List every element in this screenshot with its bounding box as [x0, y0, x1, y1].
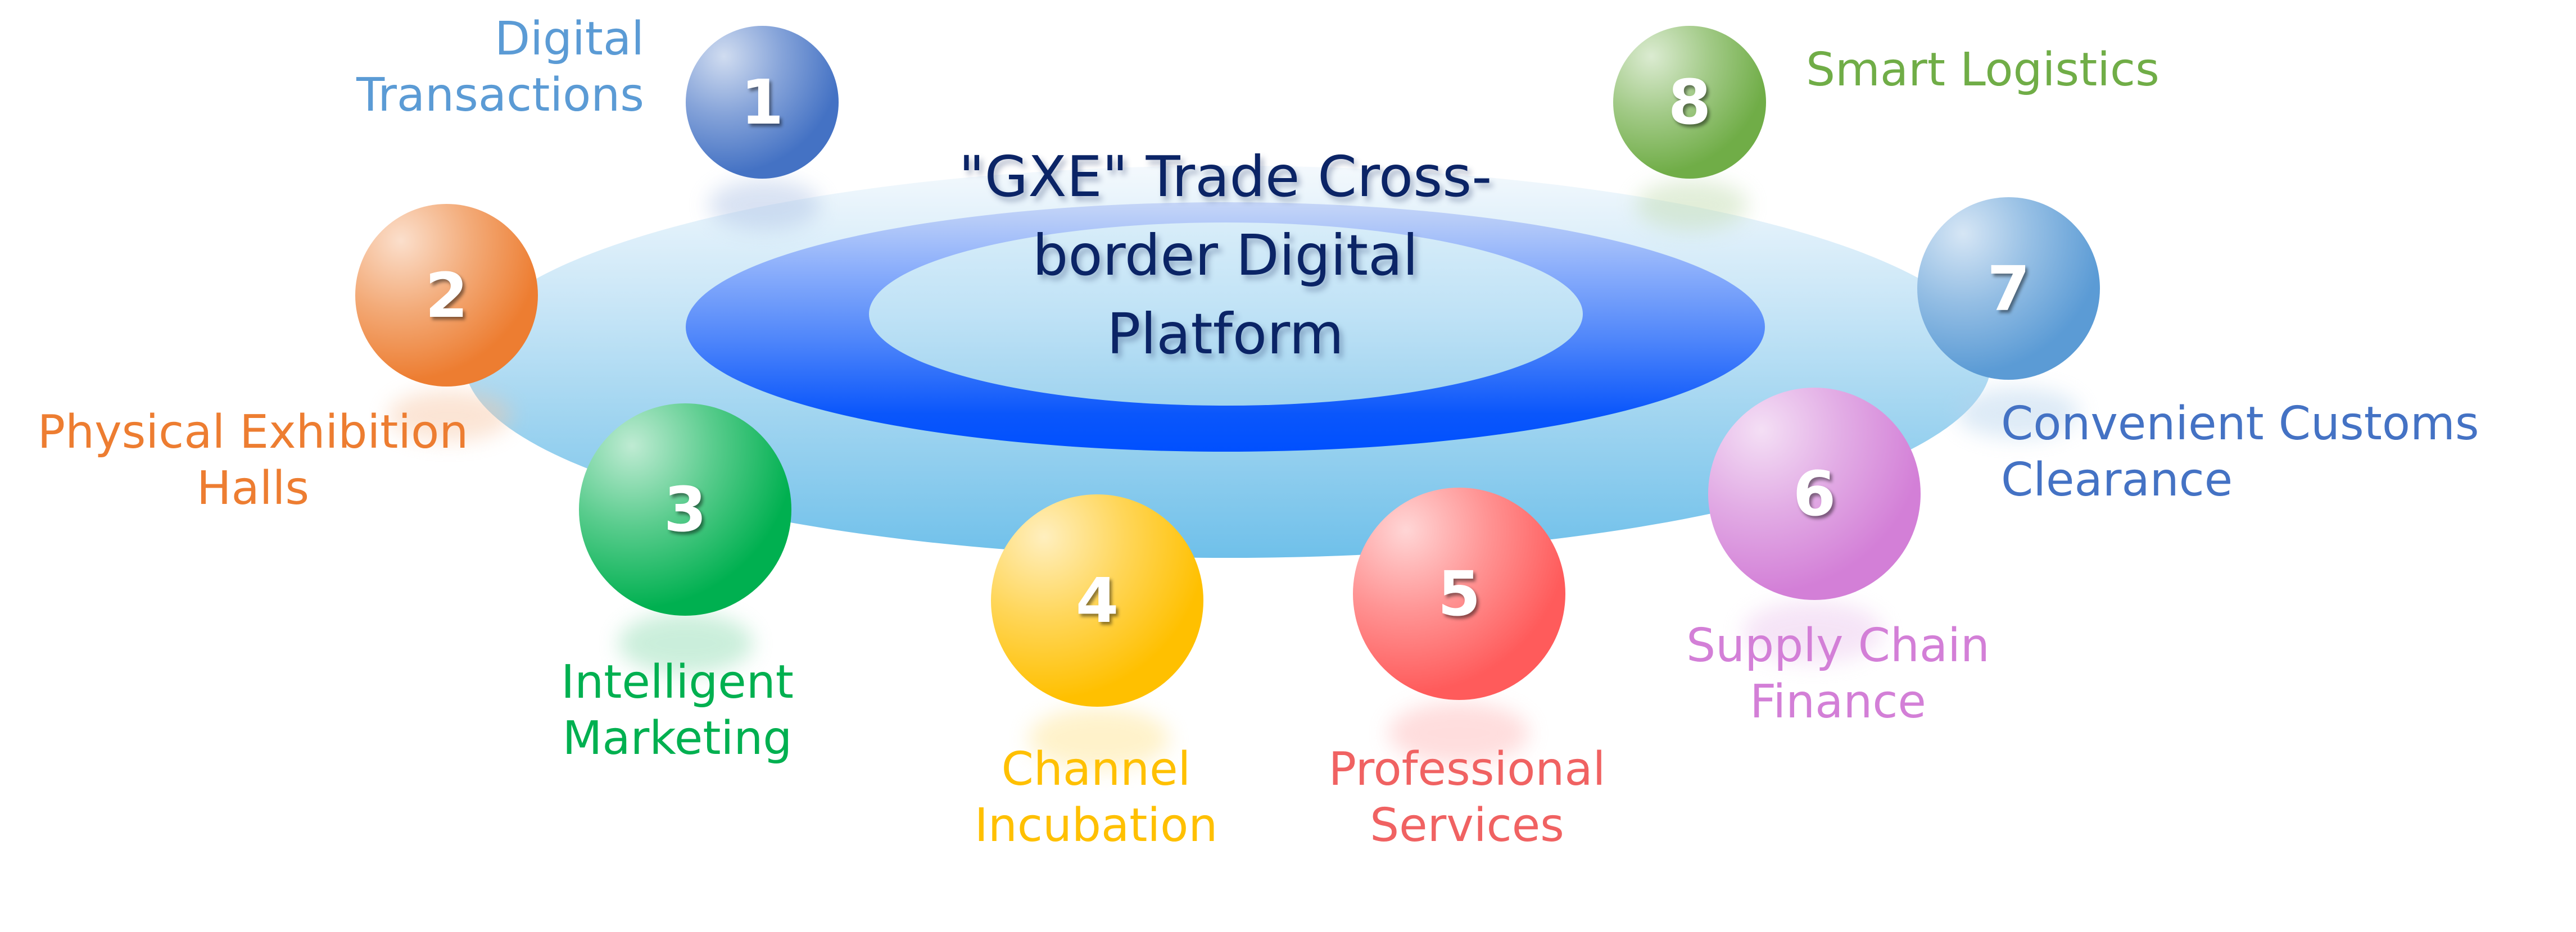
node-label-line: Incubation	[974, 799, 1218, 852]
node-2-label: Physical Exhibition Halls	[22, 404, 483, 517]
node-4-reflection	[1029, 708, 1169, 770]
node-label-line: Channel	[1001, 743, 1191, 796]
node-3-intelligent-marketing: 3	[579, 403, 791, 616]
platform-title-line: "GXE" Trade Cross-	[958, 144, 1492, 210]
node-number: 6	[1792, 458, 1836, 530]
node-number: 3	[663, 474, 707, 545]
node-7-label: Convenient Customs Clearance	[2001, 396, 2479, 508]
node-number: 4	[1075, 565, 1119, 637]
node-8-reflection	[1636, 180, 1748, 230]
node-number: 5	[1437, 558, 1481, 630]
node-6-supply-chain-finance: 6	[1708, 388, 1921, 600]
node-2-reflection	[388, 390, 511, 441]
node-label-line: Professional	[1328, 743, 1606, 796]
node-label-line: Marketing	[562, 712, 793, 765]
platform-title: "GXE" Trade Cross- border Digital Platfo…	[899, 138, 1551, 374]
node-label-line: Transactions	[356, 69, 644, 122]
node-1-label: Digital Transactions	[356, 11, 644, 124]
node-label-line: Halls	[196, 462, 310, 515]
node-3-reflection	[618, 612, 753, 674]
node-2-physical-exhibition-halls: 2	[355, 204, 538, 387]
inner-ring	[869, 222, 1583, 406]
platform-title-line: Platform	[1107, 301, 1344, 367]
node-label-line: Services	[1370, 799, 1564, 852]
node-1-digital-transactions: 1	[686, 26, 839, 179]
node-label-line: Supply Chain	[1686, 619, 1990, 672]
node-number: 1	[740, 66, 784, 138]
node-5-professional-services: 5	[1353, 488, 1565, 700]
node-6-label: Supply Chain Finance	[1664, 618, 2012, 730]
node-number: 8	[1668, 66, 1712, 138]
node-label-line: Finance	[1750, 675, 1926, 729]
node-7-reflection	[1956, 388, 2080, 438]
node-label-line: Physical Exhibition	[37, 406, 469, 459]
node-label-line: Clearance	[2001, 453, 2233, 507]
node-label-line: Smart Logistics	[1806, 43, 2160, 97]
node-number: 7	[1987, 252, 2030, 325]
node-3-label: Intelligent Marketing	[517, 654, 837, 767]
node-6-reflection	[1742, 601, 1883, 663]
node-4-label: Channel Incubation	[933, 742, 1259, 854]
node-label-line: Digital	[495, 12, 644, 66]
node-7-convenient-customs-clearance: 7	[1917, 197, 2100, 380]
node-8-smart-logistics: 8	[1613, 26, 1766, 179]
node-5-reflection	[1388, 702, 1529, 764]
platform-title-line: border Digital	[1032, 222, 1419, 288]
node-5-label: Professional Services	[1298, 742, 1636, 854]
node-label-line: Convenient Customs	[2001, 397, 2479, 451]
node-4-channel-incubation: 4	[991, 494, 1203, 707]
node-8-label: Smart Logistics	[1806, 42, 2160, 98]
node-number: 2	[425, 259, 468, 331]
node-1-reflection	[708, 180, 821, 230]
node-label-line: Intelligent	[561, 656, 794, 709]
